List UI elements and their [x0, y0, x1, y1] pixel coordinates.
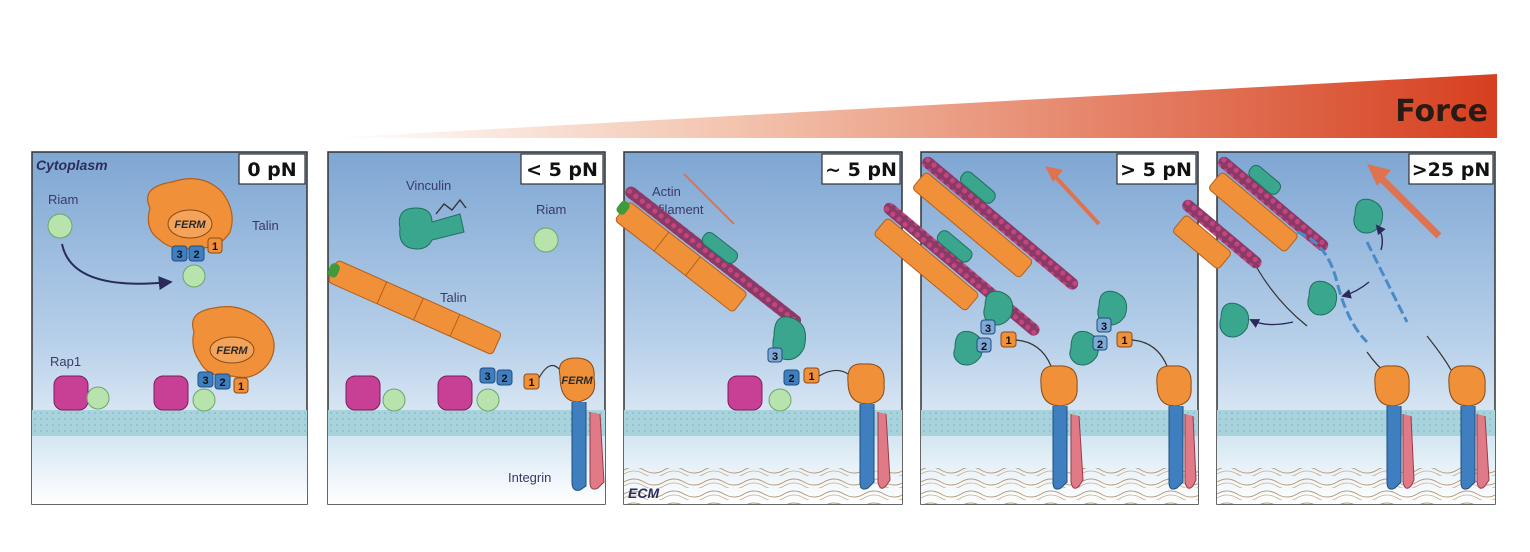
- cytoplasm-label: Cytoplasm: [36, 157, 108, 173]
- actin-filament: [625, 186, 802, 327]
- riam-label: Riam: [48, 192, 78, 207]
- force-gradient-wedge: [330, 74, 1497, 138]
- panel-5pn: ~ 5 pN ECM Actin filament 3 2 1: [615, 151, 903, 505]
- svg-text:3: 3: [1101, 321, 1107, 333]
- force-value: ~ 5 pN: [825, 159, 897, 181]
- svg-text:3: 3: [202, 375, 208, 387]
- panel-0pn: 0 pN Cytoplasm Riam FERM 3 2 1 Talin Rap…: [31, 151, 308, 505]
- force-direction-arrow: [1049, 170, 1101, 226]
- ecm-fibers: [624, 468, 902, 504]
- rap1-label: Rap1: [50, 354, 81, 369]
- panel-lt5pn: < 5 pN Vinculin Riam Talin 3 2 1 FERM In…: [327, 151, 606, 505]
- force-direction-arrow: [1374, 171, 1442, 239]
- riam-protein: [47, 213, 73, 239]
- svg-text:1: 1: [1005, 335, 1011, 347]
- force-value: >25 pN: [1412, 159, 1490, 181]
- force-label: Force: [1395, 94, 1488, 129]
- svg-text:1: 1: [238, 381, 244, 393]
- ecm-label: ECM: [628, 485, 659, 501]
- talin-label: Talin: [252, 218, 279, 233]
- svg-text:2: 2: [193, 249, 199, 261]
- force-value: < 5 pN: [526, 159, 598, 181]
- binding-arrow: [61, 243, 173, 291]
- svg-text:FERM: FERM: [216, 345, 248, 357]
- svg-text:1: 1: [808, 371, 814, 383]
- svg-text:3: 3: [985, 323, 991, 335]
- svg-text:3: 3: [484, 371, 490, 383]
- cell-membrane: [32, 410, 307, 436]
- force-badge: [238, 153, 306, 185]
- svg-text:1: 1: [528, 377, 534, 389]
- svg-text:1: 1: [1121, 335, 1127, 347]
- panel-gt25pn: >25 pN: [1173, 151, 1496, 505]
- force-value: > 5 pN: [1120, 159, 1192, 181]
- rap1-protein: [53, 375, 89, 411]
- panel-gt5pn: > 5 pN 3 2 1 3 2 1: [874, 151, 1199, 505]
- svg-text:FERM: FERM: [561, 375, 593, 387]
- svg-text:1: 1: [212, 241, 218, 253]
- svg-text:2: 2: [219, 377, 225, 389]
- svg-text:filament: filament: [658, 202, 704, 217]
- vinculin-label: Vinculin: [406, 178, 451, 193]
- actin-label: Actin: [652, 184, 681, 199]
- vinculin-protein: [398, 207, 465, 250]
- svg-text:2: 2: [981, 341, 987, 353]
- ferm-domain: [167, 209, 213, 239]
- riam-label: Riam: [536, 202, 566, 217]
- integrin-label: Integrin: [508, 470, 551, 485]
- integrin: [571, 402, 587, 491]
- talin-label: Talin: [440, 290, 467, 305]
- svg-text:2: 2: [501, 373, 507, 385]
- force-value: 0 pN: [247, 159, 296, 181]
- svg-text:2: 2: [1097, 339, 1103, 351]
- ferm-domain: [558, 357, 596, 403]
- svg-text:3: 3: [176, 249, 182, 261]
- svg-text:2: 2: [788, 373, 794, 385]
- force-direction-arrow: [683, 173, 735, 225]
- svg-text:3: 3: [772, 351, 778, 363]
- svg-text:FERM: FERM: [174, 219, 206, 231]
